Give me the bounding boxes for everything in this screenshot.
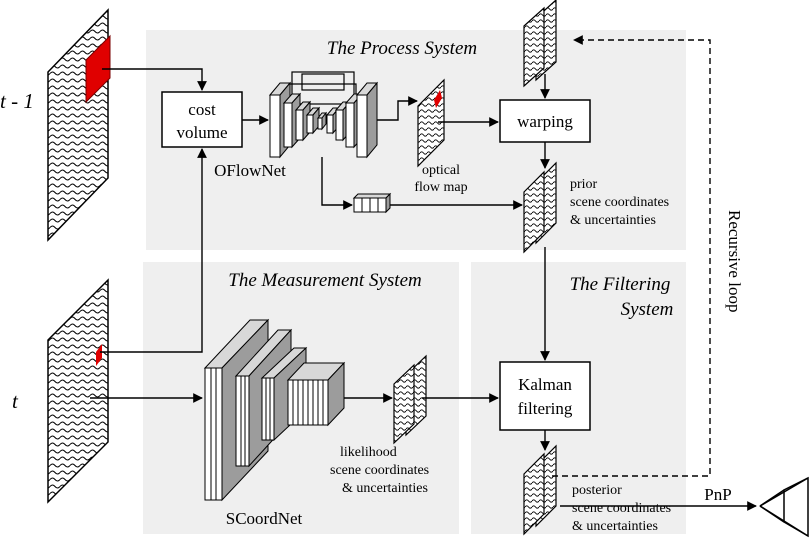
likelihood-label-1: likelihood <box>340 445 397 460</box>
oflownet-label: OFlowNet <box>214 161 286 180</box>
filtering-title-line2: System <box>621 299 674 320</box>
frame-curr <box>47 278 109 504</box>
time-label-curr: t <box>12 389 19 413</box>
measurement-title: The Measurement System <box>228 270 421 291</box>
warping-label: warping <box>517 112 573 131</box>
scoordnet-label: SCoordNet <box>226 509 303 528</box>
arrow-curr-to-cost <box>100 148 207 353</box>
prior-maps <box>523 161 557 254</box>
filtering-title-line1: The Filtering <box>570 274 671 295</box>
likelihood-label-3: & uncertainties <box>342 481 428 496</box>
process-title: The Process System <box>327 38 477 59</box>
oflownet <box>268 71 379 159</box>
kalman-box <box>499 361 591 431</box>
kalman-label-1: Kalman <box>518 375 572 394</box>
arrow-oflow-to-flowmap <box>377 96 418 121</box>
prior-label-3: & uncertainties <box>570 213 656 228</box>
frame-curr-patch <box>96 344 102 366</box>
previous-posterior-maps <box>523 0 557 88</box>
arrow-prev-to-cost <box>102 68 207 91</box>
optical-flow-map <box>417 78 445 168</box>
likelihood-label-2: scene coordinates <box>330 463 429 478</box>
posterior-maps <box>523 444 557 536</box>
pnp-label: PnP <box>704 485 731 504</box>
warping-box <box>499 99 591 143</box>
cost-volume-label-2: volume <box>177 123 228 142</box>
camera-pose-icon <box>759 476 809 538</box>
posterior-label-1: posterior <box>572 483 622 498</box>
posterior-label-3: & uncertainties <box>572 519 658 534</box>
cost-volume-label-1: cost <box>188 100 216 119</box>
frame-prev <box>47 8 111 242</box>
recursive-loop-label: Recursive loop <box>725 210 744 312</box>
connectors <box>90 35 757 511</box>
prior-label-2: scene coordinates <box>570 195 669 210</box>
recursive-loop-arrow <box>552 35 711 477</box>
kalman-label-2: filtering <box>518 399 573 418</box>
cost-volume-box <box>161 91 243 148</box>
posterior-label-2: scene coordinates <box>572 501 671 516</box>
scoordnet <box>203 318 346 502</box>
time-label-prev: t - 1 <box>0 89 34 113</box>
likelihood-maps <box>393 354 427 445</box>
prior-label-1: prior <box>570 177 598 192</box>
optical-flow-label-1: optical <box>422 163 460 178</box>
frame-prev-patch <box>85 34 111 104</box>
arrow-oflow-to-uncertainty <box>321 157 353 210</box>
optical-flow-label-2: flow map <box>414 180 467 195</box>
uncertainty-block <box>352 192 392 214</box>
